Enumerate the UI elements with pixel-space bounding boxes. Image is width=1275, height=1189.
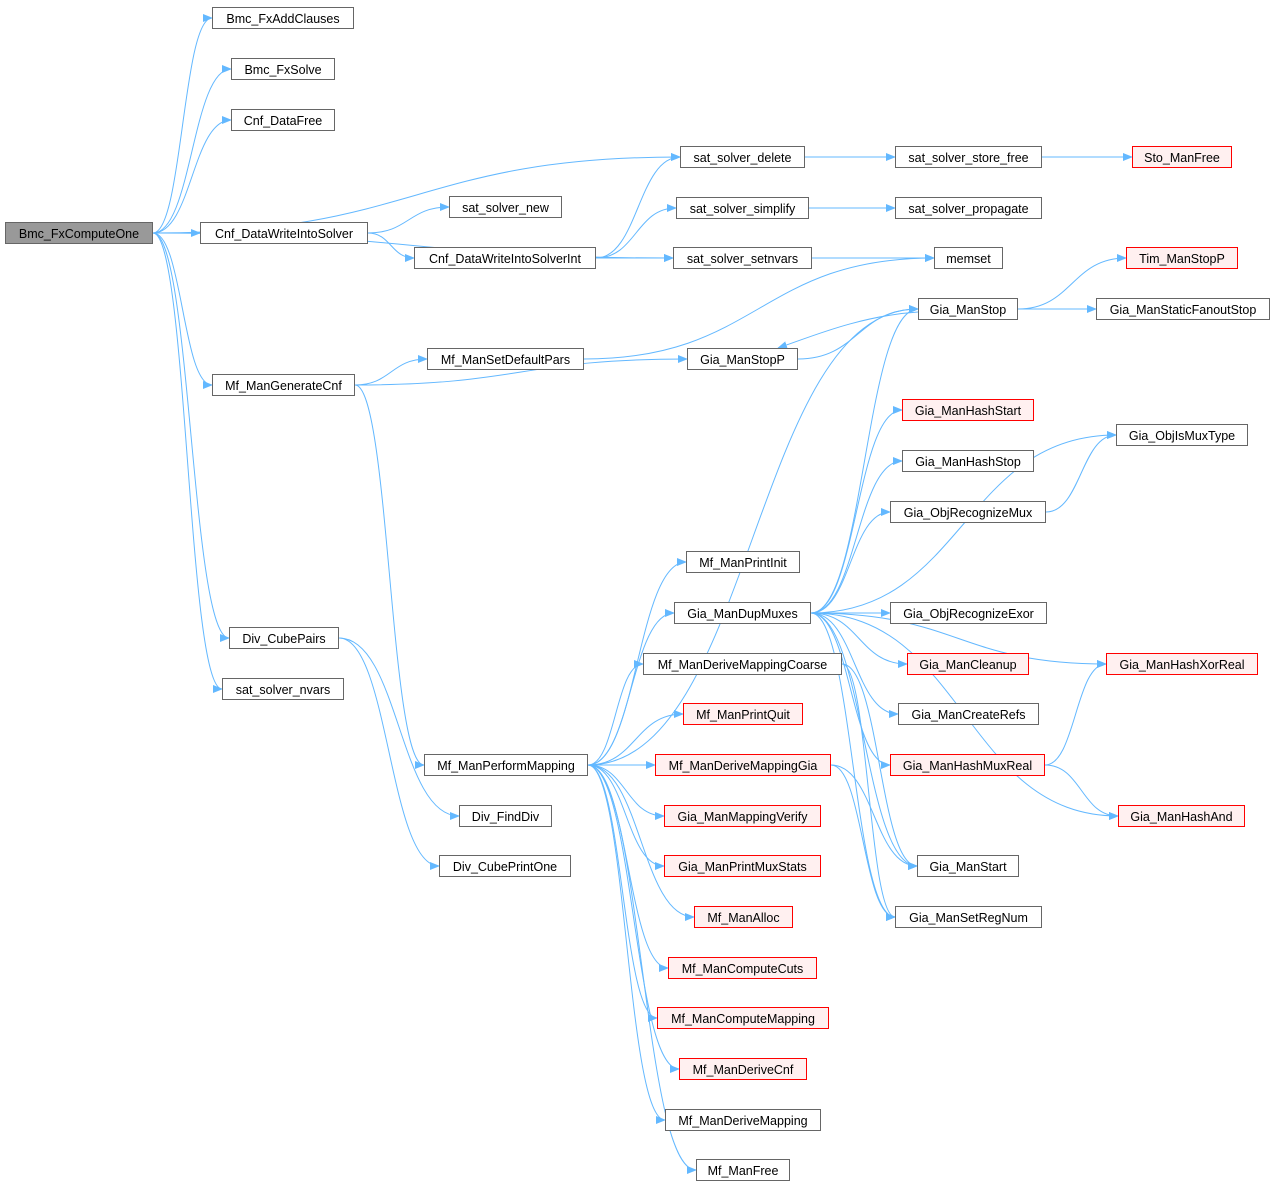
edge-gia-mandupmuxes-to-gia-mancreaterefs [810, 612, 899, 718]
node-gia-manstop[interactable]: Gia_ManStop [918, 298, 1018, 320]
node-mf-manfree[interactable]: Mf_ManFree [696, 1159, 790, 1181]
edge-mf-manderivemappingcoarse-to-gia-mansetregnum [841, 663, 896, 921]
node-tim-manstopp[interactable]: Tim_ManStopP [1126, 247, 1238, 269]
node-bmc-fxaddclauses[interactable]: Bmc_FxAddClauses [212, 7, 354, 29]
edge-mf-manperformmapping-to-mf-mancomputecuts [587, 764, 669, 972]
edge-mf-manderivemappinggia-to-gia-mansetregnum [830, 764, 896, 921]
edge-mf-manperformmapping-to-mf-manalloc [587, 764, 695, 921]
edge-gia-manhashmuxreal-to-gia-manhashand [1044, 764, 1119, 820]
node-sat-solver-delete[interactable]: sat_solver_delete [680, 146, 805, 168]
node-gia-manprintmuxstats[interactable]: Gia_ManPrintMuxStats [664, 855, 821, 877]
node-mf-mansetdefaultpars[interactable]: Mf_ManSetDefaultPars [427, 348, 584, 370]
edge-mf-manperformmapping-to-mf-manderivecnf [587, 764, 680, 1073]
edge-bmc-fxcomputeone-to-bmc-fxsolve [152, 65, 232, 234]
node-div-cubepairs[interactable]: Div_CubePairs [229, 627, 339, 649]
node-gia-mancleanup[interactable]: Gia_ManCleanup [907, 653, 1029, 675]
edge-mf-manperformmapping-to-gia-manmappingverify [587, 764, 665, 820]
edge-gia-manstop-to-tim-manstopp [1017, 254, 1127, 310]
node-gia-manhashstart[interactable]: Gia_ManHashStart [902, 399, 1034, 421]
edge-mf-manperformmapping-to-gia-mandupmuxes [587, 609, 675, 766]
edge-mf-manderivemappingcoarse-to-gia-manstart [841, 663, 918, 870]
node-mf-manprintquit[interactable]: Mf_ManPrintQuit [683, 703, 803, 725]
node-gia-mansetregnum[interactable]: Gia_ManSetRegNum [895, 906, 1042, 928]
node-sat-solver-setnvars[interactable]: sat_solver_setnvars [673, 247, 812, 269]
node-gia-objismuxtype[interactable]: Gia_ObjIsMuxType [1116, 424, 1248, 446]
node-mf-manprintinit[interactable]: Mf_ManPrintInit [686, 551, 800, 573]
node-mf-manderivecnf[interactable]: Mf_ManDeriveCnf [679, 1058, 807, 1080]
node-mf-manderivemappinggia[interactable]: Mf_ManDeriveMappingGia [655, 754, 831, 776]
node-memset[interactable]: memset [934, 247, 1003, 269]
edge-gia-mandupmuxes-to-gia-objismuxtype [810, 431, 1117, 614]
node-cnf-datawriteintosolver[interactable]: Cnf_DataWriteIntoSolver [200, 222, 368, 244]
edge-mf-manperformmapping-to-mf-manderivemapping [587, 764, 666, 1124]
node-gia-mancreaterefs[interactable]: Gia_ManCreateRefs [898, 703, 1039, 725]
node-gia-manstaticfanoutstop[interactable]: Gia_ManStaticFanoutStop [1096, 298, 1270, 320]
edge-bmc-fxcomputeone-to-cnf-datafree [152, 116, 232, 234]
edge-mf-manperformmapping-to-mf-mancomputemapping [587, 764, 658, 1022]
edge-div-cubepairs-to-div-finddiv [338, 637, 460, 820]
edge-bmc-fxcomputeone-to-bmc-fxaddclauses [152, 14, 213, 234]
edge-cnf-datawriteintosolverint-to-sat-solver-simplify [595, 204, 677, 259]
edge-gia-mandupmuxes-to-gia-manhashstart [810, 406, 903, 614]
edge-cnf-datawriteintosolverint-to-sat-solver-delete [595, 153, 681, 259]
edge-mf-manperformmapping-to-gia-manprintmuxstats [587, 764, 665, 870]
node-sat-solver-new[interactable]: sat_solver_new [449, 196, 562, 218]
node-gia-manhashxorreal[interactable]: Gia_ManHashXorReal [1106, 653, 1258, 675]
node-gia-manhashand[interactable]: Gia_ManHashAnd [1118, 805, 1245, 827]
edge-gia-manstop-to-gia-manstopp [777, 311, 919, 349]
node-cnf-datafree[interactable]: Cnf_DataFree [231, 109, 335, 131]
edge-cnf-datawriteintosolver-to-cnf-datawriteintosolverint [367, 232, 415, 262]
node-cnf-datawriteintosolverint[interactable]: Cnf_DataWriteIntoSolverInt [414, 247, 596, 269]
edge-mf-manperformmapping-to-mf-manprintquit [587, 710, 684, 766]
edge-mf-mansetdefaultpars-to-memset [583, 254, 935, 360]
edge-gia-mandupmuxes-to-gia-objrecognizemux [810, 508, 891, 614]
edge-gia-mandupmuxes-to-gia-manhashmuxreal [810, 612, 891, 769]
node-gia-manhashmuxreal[interactable]: Gia_ManHashMuxReal [890, 754, 1045, 776]
node-bmc-fxcomputeone[interactable]: Bmc_FxComputeOne [5, 222, 153, 244]
edge-div-cubepairs-to-div-cubeprintone [338, 637, 440, 870]
edge-mf-mangeneratecnf-to-gia-manstopp [354, 355, 688, 386]
edge-cnf-datawriteintosolver-to-sat-solver-new [367, 203, 450, 234]
edge-gia-mandupmuxes-to-gia-manhashstop [810, 457, 903, 614]
node-gia-manhashstop[interactable]: Gia_ManHashStop [902, 450, 1034, 472]
node-gia-mandupmuxes[interactable]: Gia_ManDupMuxes [674, 602, 811, 624]
node-bmc-fxsolve[interactable]: Bmc_FxSolve [231, 58, 335, 80]
node-mf-mangeneratecnf[interactable]: Mf_ManGenerateCnf [212, 374, 355, 396]
node-gia-manstopp[interactable]: Gia_ManStopP [687, 348, 798, 370]
node-gia-objrecognizemux[interactable]: Gia_ObjRecognizeMux [890, 501, 1046, 523]
edge-mf-manperformmapping-to-gia-manstop [587, 305, 919, 766]
node-sat-solver-simplify[interactable]: sat_solver_simplify [676, 197, 809, 219]
edge-gia-objrecognizemux-to-gia-objismuxtype [1045, 431, 1117, 513]
node-sat-solver-propagate[interactable]: sat_solver_propagate [895, 197, 1042, 219]
edge-gia-mandupmuxes-to-gia-mancleanup [810, 612, 908, 668]
node-div-finddiv[interactable]: Div_FindDiv [459, 805, 552, 827]
node-mf-manderivemappingcoarse[interactable]: Mf_ManDeriveMappingCoarse [643, 653, 842, 675]
edge-gia-mandupmuxes-to-gia-mansetregnum [810, 612, 896, 921]
edge-gia-mandupmuxes-to-gia-manstart [810, 612, 918, 870]
edge-mf-manperformmapping-to-mf-manfree [587, 764, 697, 1174]
node-mf-mancomputemapping[interactable]: Mf_ManComputeMapping [657, 1007, 829, 1029]
node-gia-objrecognizeexor[interactable]: Gia_ObjRecognizeExor [890, 602, 1047, 624]
node-mf-manderivemapping[interactable]: Mf_ManDeriveMapping [665, 1109, 821, 1131]
node-sat-solver-store-free[interactable]: sat_solver_store_free [895, 146, 1042, 168]
edge-mf-mangeneratecnf-to-mf-manperformmapping [354, 384, 425, 769]
edge-bmc-fxcomputeone-to-mf-mangeneratecnf [152, 232, 213, 389]
edge-gia-mandupmuxes-to-gia-manhashxorreal [810, 612, 1107, 668]
edge-mf-manderivemappinggia-to-gia-manstart [830, 764, 918, 870]
edge-mf-mangeneratecnf-to-mf-mansetdefaultpars [354, 355, 428, 386]
node-gia-manmappingverify[interactable]: Gia_ManMappingVerify [664, 805, 821, 827]
node-sto-manfree[interactable]: Sto_ManFree [1132, 146, 1232, 168]
node-gia-manstart[interactable]: Gia_ManStart [917, 855, 1019, 877]
edge-bmc-fxcomputeone-to-div-cubepairs [152, 232, 230, 642]
edge-mf-manperformmapping-to-mf-manderivemappingcoarse [587, 660, 644, 766]
node-mf-mancomputecuts[interactable]: Mf_ManComputeCuts [668, 957, 817, 979]
node-mf-manalloc[interactable]: Mf_ManAlloc [694, 906, 793, 928]
edge-gia-manhashmuxreal-to-gia-manhashxorreal [1044, 660, 1107, 766]
node-mf-manperformmapping[interactable]: Mf_ManPerformMapping [424, 754, 588, 776]
edge-bmc-fxcomputeone-to-sat-solver-nvars [152, 232, 223, 693]
edge-gia-manstopp-to-gia-manstop [797, 305, 919, 360]
node-sat-solver-nvars[interactable]: sat_solver_nvars [222, 678, 344, 700]
node-div-cubeprintone[interactable]: Div_CubePrintOne [439, 855, 571, 877]
